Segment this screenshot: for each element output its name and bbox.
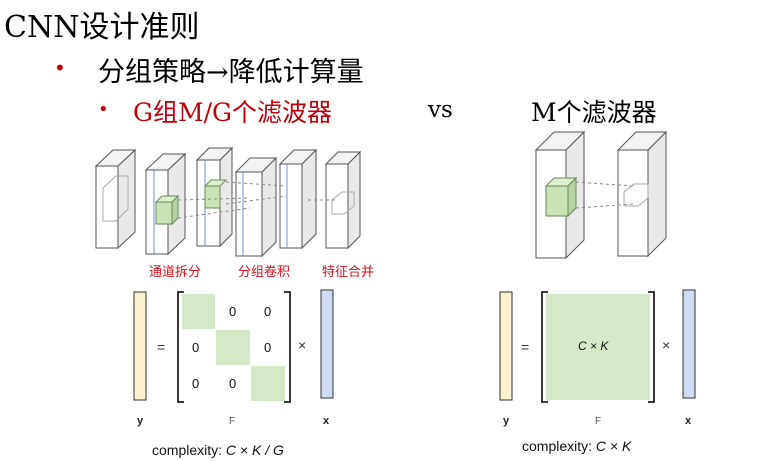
bullet-marker-1: • — [54, 56, 66, 80]
right-times-sign: × — [662, 337, 670, 353]
zero-entry: 0 — [192, 340, 199, 355]
left-complexity: complexity: C × K / G — [152, 442, 284, 458]
stage-label-group-conv: 分组卷积 — [238, 264, 290, 280]
block-1 — [182, 294, 215, 329]
bullet-marker-2: • — [98, 99, 109, 120]
block-2 — [216, 330, 250, 365]
block-3 — [251, 366, 285, 401]
full-matrix-block — [546, 294, 650, 400]
right-equals-sign: = — [521, 339, 529, 355]
versus-label: vs — [428, 97, 453, 123]
matrix-center-text: C × K — [578, 339, 609, 353]
zero-entry: 0 — [264, 304, 271, 319]
right-y-label: y — [503, 415, 510, 427]
bullet-text-m-filters: M个滤波器 — [531, 98, 657, 127]
right-f-label: F — [595, 416, 601, 427]
zero-entry: 0 — [229, 376, 236, 391]
y-vector — [133, 291, 147, 401]
left-equation: y = 0 0 0 0 0 0 F × x complexity: C × K … — [133, 289, 334, 458]
stage-label-channel-split: 通道拆分 — [149, 265, 201, 280]
left-times-sign: × — [298, 337, 306, 353]
standard-conv-diagram — [534, 130, 668, 260]
zero-entry: 0 — [229, 304, 236, 319]
bullet-text-grouping-strategy: 分组策略→降低计算量 — [98, 57, 364, 88]
left-y-label: y — [137, 415, 144, 427]
left-equals-sign: = — [157, 339, 165, 355]
grouped-conv-diagram — [94, 146, 362, 258]
zero-entry: 0 — [192, 376, 199, 391]
right-complexity: complexity: C × K — [522, 438, 632, 454]
right-x-label: x — [685, 415, 692, 427]
zero-entry: 0 — [264, 340, 271, 355]
x-vector — [320, 289, 334, 399]
stage-label-feature-merge: 特征合并 — [322, 265, 374, 280]
y-vector — [499, 291, 513, 401]
left-f-label: F — [229, 416, 235, 427]
x-vector — [682, 289, 696, 399]
right-equation: y = C × K F × x complexity: C × K — [499, 289, 696, 454]
left-x-label: x — [323, 415, 330, 427]
page-title: CNN设计准则 — [4, 10, 200, 45]
bullet-text-group-filters: G组M/G个滤波器 — [133, 98, 332, 127]
